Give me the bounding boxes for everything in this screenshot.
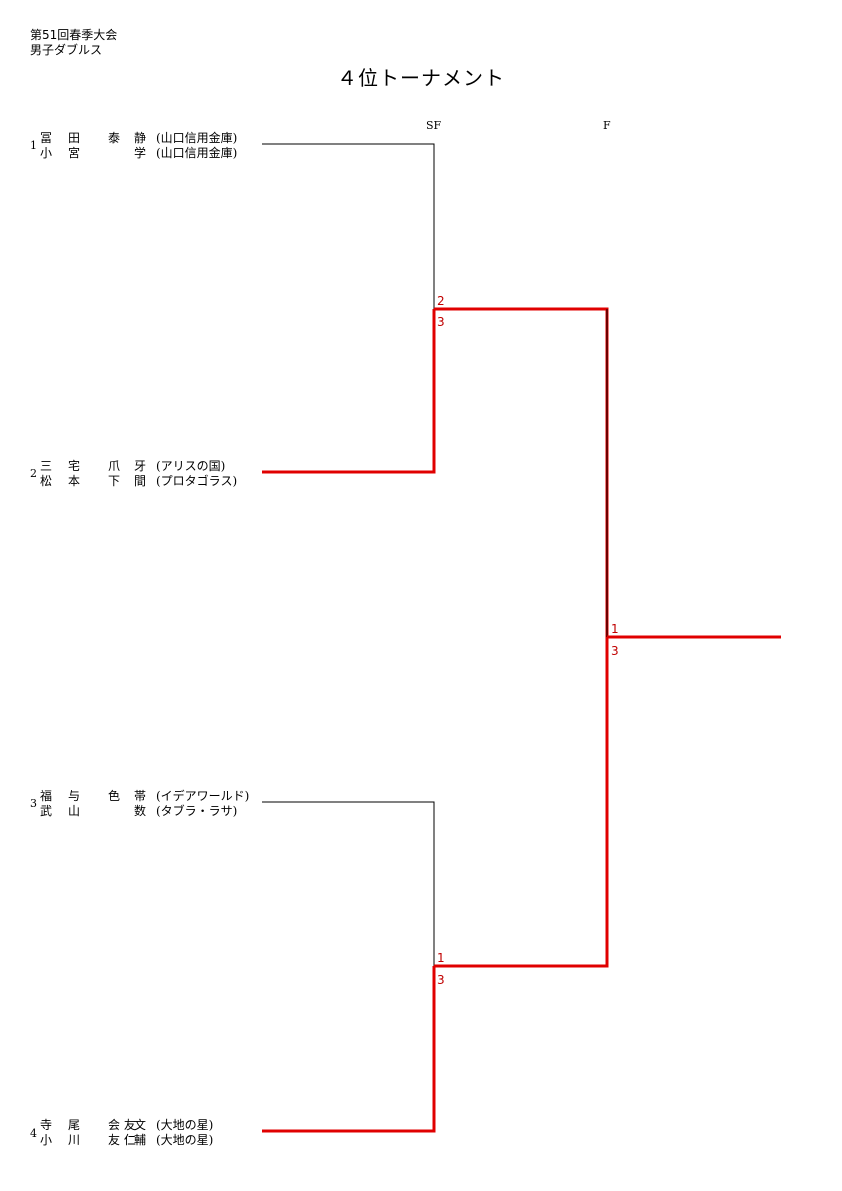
player-name-char: 松 [40, 474, 53, 488]
player-name-char: 川 [68, 1133, 81, 1147]
player-name-char: 尾 [68, 1118, 81, 1132]
bracket-line-entry1 [262, 143, 435, 309]
seed-number: 2 [30, 467, 37, 480]
player-row: 冨 田 泰 静 (山口信用金庫) [40, 131, 254, 145]
player-name-char: 爪 [108, 459, 121, 473]
player-name-char: 静 [134, 131, 147, 145]
page-title: ４位トーナメント [337, 66, 505, 90]
player-name-char: 武 [40, 804, 53, 818]
player-name-char: 文 [134, 1118, 147, 1132]
sf2-bottom-score: 3 [437, 973, 445, 987]
sf2-top-score: 1 [437, 951, 445, 965]
seed-number: 1 [30, 139, 37, 152]
player-club: (プロタゴラス) [156, 474, 238, 488]
player-row: 武 山 数 (タブラ・ラサ) [40, 804, 254, 818]
player-club: (イデアワールド) [156, 789, 250, 803]
player-club: (タブラ・ラサ) [156, 804, 238, 818]
bracket-line-sf2-winner [434, 637, 609, 968]
player-row: 三 宅 爪 牙 (アリスの国) [40, 459, 254, 473]
player-name-char: 下 [108, 474, 121, 488]
final-top-score: 1 [611, 622, 619, 636]
player-name-char: 福 [40, 789, 53, 803]
player-name-char: 宮 [68, 146, 81, 160]
player-name-char: 数 [134, 804, 147, 818]
seed-number: 4 [30, 1127, 37, 1140]
player-name-char: 与 [68, 789, 81, 803]
player-club: (山口信用金庫) [156, 146, 238, 160]
bracket-line-entry3 [262, 801, 435, 966]
player-club: (大地の星) [156, 1133, 214, 1147]
player-name-char: 輔 [134, 1133, 147, 1147]
player-name-char: 小 [40, 146, 53, 160]
player-name-char: 小 [40, 1133, 53, 1147]
final-bottom-score: 3 [611, 644, 619, 658]
round-label-sf: SF [426, 119, 442, 132]
bracket-line-entry2 [262, 309, 436, 474]
player-name-char: 友 仁 [108, 1133, 136, 1147]
player-name-char: 間 [134, 474, 147, 488]
player-row: 小 宮 学 (山口信用金庫) [40, 146, 254, 160]
player-name-char: 三 [40, 459, 53, 473]
player-row: 小 川 友 仁 輔 (大地の星) [40, 1133, 254, 1147]
player-club: (山口信用金庫) [156, 131, 238, 145]
player-row: 福 与 色 帯 (イデアワールド) [40, 789, 254, 803]
player-name-char: 帯 [134, 789, 147, 803]
bracket-line-entry4 [262, 966, 436, 1133]
player-name-char: 学 [134, 146, 147, 160]
player-name-char: 泰 [108, 131, 121, 145]
player-name-char: 田 [68, 131, 81, 145]
player-name-char: 山 [68, 804, 81, 818]
round-label-f: F [603, 119, 611, 132]
player-club: (アリスの国) [156, 459, 226, 473]
player-name-char: 宅 [68, 459, 81, 473]
sf1-top-score: 2 [437, 294, 445, 308]
bracket-line-sf1-winner [434, 307, 609, 637]
seed-number: 3 [30, 797, 37, 810]
sf1-bottom-score: 3 [437, 315, 445, 329]
player-club: (大地の星) [156, 1118, 214, 1132]
player-name-char: 本 [68, 474, 81, 488]
player-row: 寺 尾 会 友 文 (大地の星) [40, 1118, 254, 1132]
player-row: 松 本 下 間 (プロタゴラス) [40, 474, 254, 488]
event-category: 男子ダブルス [30, 43, 103, 57]
player-name-char: 寺 [40, 1118, 53, 1132]
player-name-char: 牙 [134, 459, 147, 473]
event-name: 第51回春季大会 [30, 28, 118, 42]
player-name-char: 会 友 [108, 1118, 136, 1132]
player-name-char: 色 [108, 789, 121, 803]
player-name-char: 冨 [40, 131, 53, 145]
